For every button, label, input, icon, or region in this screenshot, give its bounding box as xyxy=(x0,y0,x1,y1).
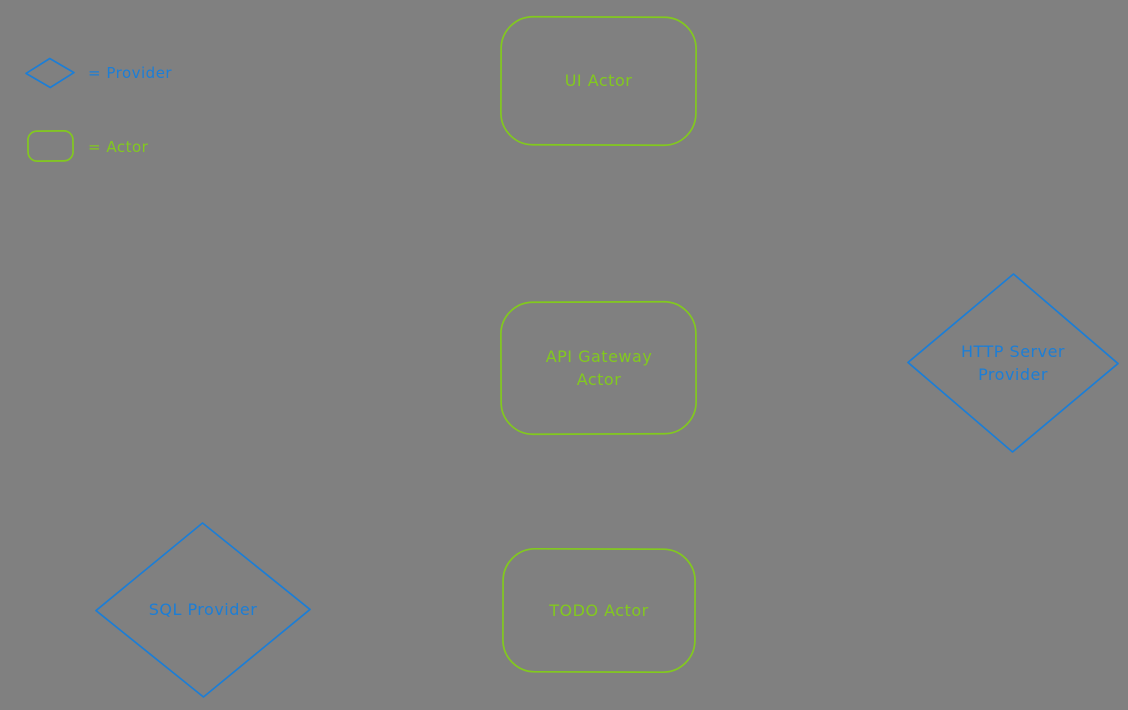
node-ui-actor-shape[interactable] xyxy=(500,15,697,147)
node-label-api-gateway-actor[interactable]: API Gateway Actor xyxy=(545,346,653,389)
legend-provider-label: = Provider xyxy=(88,64,173,82)
node-todo-actor-shape[interactable] xyxy=(502,547,696,674)
node-label-http-server-provider[interactable]: HTTP Server Provider xyxy=(961,341,1065,384)
node-label-ui-actor[interactable]: UI Actor xyxy=(564,71,633,91)
node-http-server-provider-shape[interactable] xyxy=(907,273,1119,453)
legend-actor-label: = Actor xyxy=(88,138,149,156)
node-api-gateway-actor-shape[interactable] xyxy=(500,300,697,436)
legend-provider-diamond-icon[interactable] xyxy=(25,57,75,89)
node-sql-provider-shape[interactable] xyxy=(95,522,311,698)
node-label-todo-actor[interactable]: TODO Actor xyxy=(549,600,649,620)
legend-actor-rect-icon[interactable] xyxy=(27,130,74,162)
node-label-sql-provider[interactable]: SQL Provider xyxy=(148,600,258,620)
